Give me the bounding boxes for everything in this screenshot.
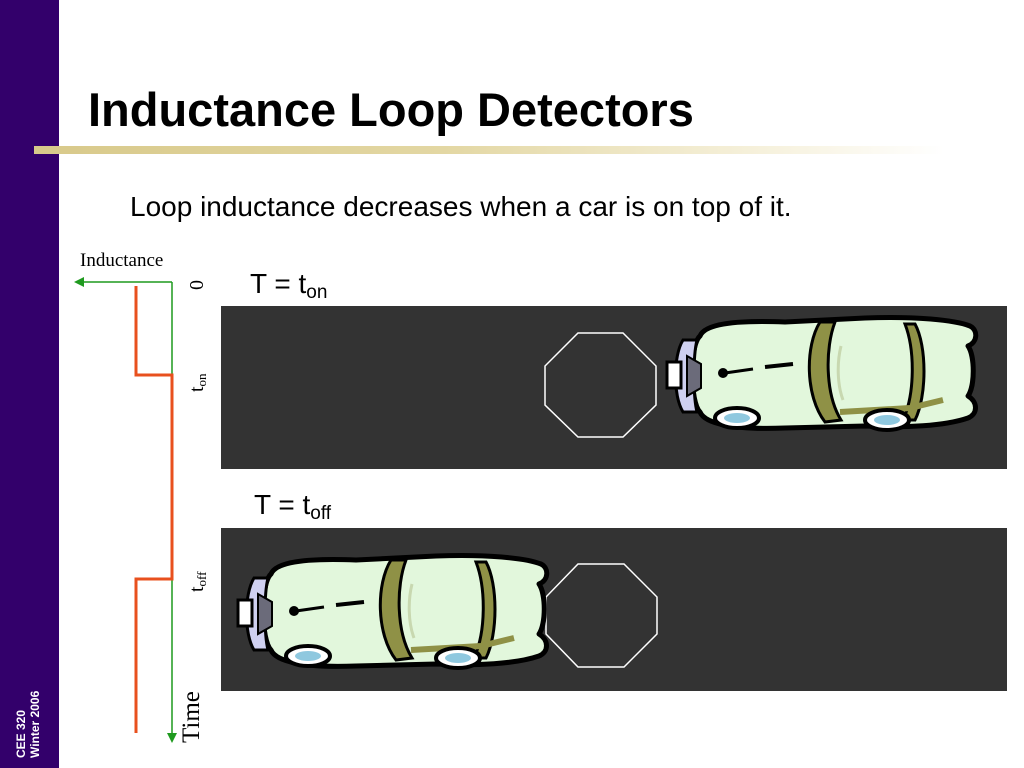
loop-detector-top-icon [544,332,657,438]
inductance-axis-label: Inductance [80,250,164,271]
tick-zero-label: 0 [186,280,208,290]
time-axis-arrow-icon [167,733,177,743]
time-axis-label: Time [178,691,205,743]
panel-top-label-sub: on [306,282,328,303]
tick-on-sub: on [194,373,209,387]
inductance-axis-arrow-icon [74,277,84,287]
sidebar [0,0,59,768]
slide-title: Inductance Loop Detectors [88,83,694,136]
tick-off-base: t [186,586,208,592]
inductance-signal-line [134,286,174,733]
tick-zero-text: 0 [186,280,208,290]
car-top-icon [667,317,976,430]
panel-bottom-label: T = toff [254,489,331,530]
panel-top-label: T = ton [250,268,327,309]
panel-bottom-label-base: T = t [254,489,311,520]
panel-bottom-label-sub: off [310,503,332,524]
tick-off-sub: off [194,571,209,587]
title-underline [34,146,944,154]
panel-top-label-base: T = t [250,268,307,299]
car-bottom-icon [238,555,547,668]
tick-on-base: t [186,386,208,392]
tick-off-label: toff [186,572,213,593]
slide-subtitle: Loop inductance decreases when a car is … [130,191,792,222]
graph-axes [74,277,177,743]
tick-on-label: ton [186,373,213,392]
